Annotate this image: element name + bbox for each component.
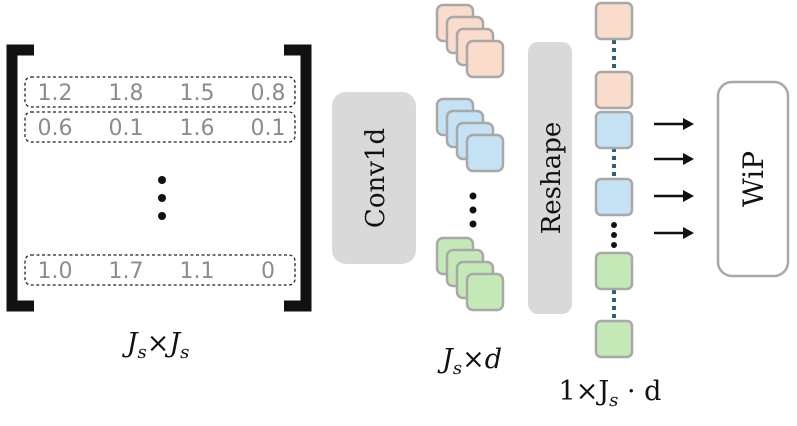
vector-cell-green [594, 251, 634, 291]
conv1d-label: Conv1d [361, 128, 391, 228]
arrow-right-icon [654, 153, 694, 165]
vector-cell-blue [594, 110, 634, 150]
matrix-cell: 0.1 [109, 116, 144, 141]
wip-label: WiP [737, 151, 770, 207]
matrix-cell: 0.1 [251, 116, 286, 141]
vector-cell-green [594, 319, 634, 359]
matrix-cell: 1.5 [180, 81, 215, 106]
vector-cell-peach [594, 70, 634, 110]
feature-stacks [435, 3, 505, 312]
matrix-cell: 0.8 [251, 81, 286, 106]
matrix-row-box [24, 76, 296, 108]
matrix-cell: 1.6 [180, 116, 215, 141]
reshape-label: Reshape [537, 122, 567, 235]
matrix-cell: 1.0 [38, 259, 73, 284]
matrix-caption: Js×Js [122, 328, 190, 363]
matrix-row-box [24, 254, 296, 286]
vector-ellipsis [611, 222, 617, 248]
matrix-cell: 1.1 [180, 259, 215, 284]
reshape-block: Reshape [528, 42, 572, 314]
matrix-cell: 1.2 [38, 81, 73, 106]
vector-cell-peach [594, 1, 634, 41]
matrix-cell: 1.8 [109, 81, 144, 106]
wip-block: WiP [716, 80, 790, 278]
arrow-right-icon [654, 227, 694, 239]
right-bracket [284, 44, 312, 312]
matrix-cell: 1.7 [109, 259, 144, 284]
arrows [654, 118, 694, 239]
stack-ellipsis [469, 192, 477, 228]
peach-stack [435, 3, 505, 79]
matrix-cell: 0 [261, 259, 275, 284]
arrow-right-icon [654, 190, 694, 202]
vector-cell-blue [594, 177, 634, 217]
left-bracket [6, 44, 34, 312]
matrix: 1.2 1.8 1.5 0.8 0.6 0.1 1.6 0.1 1.0 1.7 … [6, 44, 312, 363]
green-stack [435, 236, 505, 312]
stack-caption: Js×d [437, 344, 502, 379]
vector-caption: 1×Js · d [559, 376, 662, 411]
matrix-cell: 0.6 [38, 116, 73, 141]
matrix-row-box [24, 111, 296, 143]
vertical-ellipsis [158, 176, 166, 220]
flattened-vector [594, 1, 634, 359]
conv1d-block: Conv1d [332, 92, 416, 264]
arrow-right-icon [654, 118, 694, 130]
blue-stack [435, 97, 505, 173]
